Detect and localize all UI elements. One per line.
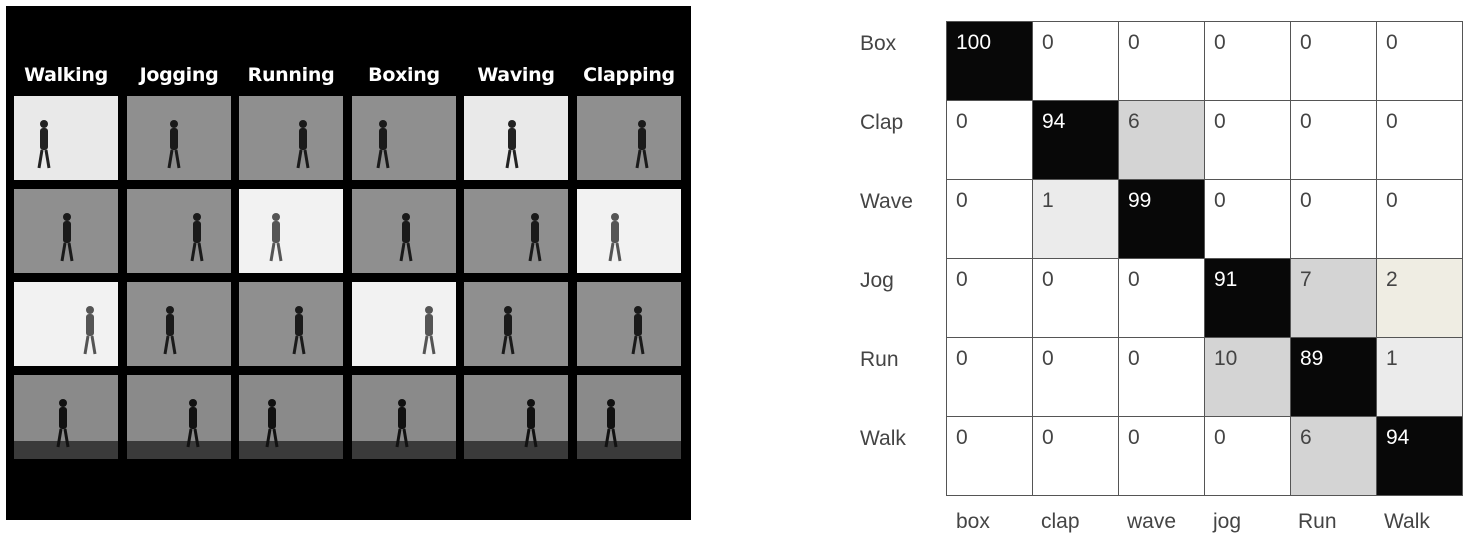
cell-run-box: 0 (946, 337, 1033, 417)
cell-jog-wave: 0 (1118, 258, 1205, 338)
cell-run-walk: 1 (1376, 337, 1463, 417)
cell-box-run: 0 (1290, 21, 1377, 101)
cell-box-jog: 0 (1204, 21, 1291, 101)
cell-clap-run: 0 (1290, 100, 1377, 180)
frame-walking-4 (14, 375, 118, 459)
cell-walk-box: 0 (946, 416, 1033, 496)
frame-running-1 (239, 96, 343, 180)
cell-wave-run: 0 (1290, 179, 1377, 259)
cell-walk-jog: 0 (1204, 416, 1291, 496)
cell-clap-wave: 6 (1118, 100, 1205, 180)
row-label-walk: Walk (860, 427, 906, 450)
column-header-clapping: Clapping (583, 64, 675, 86)
frame-clapping-3 (577, 282, 681, 366)
column-header-walking: Walking (24, 64, 108, 86)
cell-wave-clap: 1 (1032, 179, 1119, 259)
column-header-boxing: Boxing (368, 64, 440, 86)
frame-clapping-4 (577, 375, 681, 459)
cell-wave-walk: 0 (1376, 179, 1463, 259)
cell-box-box: 100 (946, 21, 1033, 101)
frame-clapping-1 (577, 96, 681, 180)
cell-jog-run: 7 (1290, 258, 1377, 338)
row-label-jog: Jog (860, 269, 894, 292)
frame-walking-3 (14, 282, 118, 366)
row-label-run: Run (860, 348, 899, 371)
cell-run-run: 89 (1290, 337, 1377, 417)
frame-running-2 (239, 189, 343, 273)
col-label-run: Run (1298, 510, 1337, 533)
frame-jogging-4 (127, 375, 231, 459)
frame-boxing-4 (352, 375, 456, 459)
row-label-wave: Wave (860, 190, 913, 213)
frame-jogging-3 (127, 282, 231, 366)
cell-jog-jog: 91 (1204, 258, 1291, 338)
cell-box-walk: 0 (1376, 21, 1463, 101)
frame-walking-1 (14, 96, 118, 180)
column-header-jogging: Jogging (139, 64, 219, 86)
frame-clapping-2 (577, 189, 681, 273)
column-header-waving: Waving (477, 64, 555, 86)
frame-jogging-1 (127, 96, 231, 180)
frame-waving-4 (464, 375, 568, 459)
col-label-box: box (956, 510, 990, 533)
frame-boxing-1 (352, 96, 456, 180)
cell-wave-jog: 0 (1204, 179, 1291, 259)
cell-run-jog: 10 (1204, 337, 1291, 417)
cell-jog-clap: 0 (1032, 258, 1119, 338)
col-label-clap: clap (1041, 510, 1080, 533)
cell-clap-jog: 0 (1204, 100, 1291, 180)
column-header-running: Running (247, 64, 335, 86)
frame-running-3 (239, 282, 343, 366)
frame-jogging-2 (127, 189, 231, 273)
action-sample-grid: Walking Jogging Running Boxing Waving Cl… (6, 6, 691, 520)
frame-waving-2 (464, 189, 568, 273)
frame-boxing-2 (352, 189, 456, 273)
frame-waving-1 (464, 96, 568, 180)
cell-run-wave: 0 (1118, 337, 1205, 417)
cell-walk-clap: 0 (1032, 416, 1119, 496)
cell-wave-box: 0 (946, 179, 1033, 259)
frame-boxing-3 (352, 282, 456, 366)
cell-walk-walk: 94 (1376, 416, 1463, 496)
frame-walking-2 (14, 189, 118, 273)
cell-box-clap: 0 (1032, 21, 1119, 101)
cell-wave-wave: 99 (1118, 179, 1205, 259)
row-label-clap: Clap (860, 111, 904, 134)
cell-run-clap: 0 (1032, 337, 1119, 417)
frame-waving-3 (464, 282, 568, 366)
col-label-walk: Walk (1384, 510, 1430, 533)
cell-clap-walk: 0 (1376, 100, 1463, 180)
col-label-jog: jog (1213, 510, 1242, 533)
cell-clap-box: 0 (946, 100, 1033, 180)
row-label-box: Box (860, 32, 897, 55)
frame-running-4 (239, 375, 343, 459)
cell-walk-run: 6 (1290, 416, 1377, 496)
cell-jog-box: 0 (946, 258, 1033, 338)
cell-box-wave: 0 (1118, 21, 1205, 101)
cell-walk-wave: 0 (1118, 416, 1205, 496)
cell-clap-clap: 94 (1032, 100, 1119, 180)
col-label-wave: wave (1127, 510, 1177, 533)
cell-jog-walk: 2 (1376, 258, 1463, 338)
